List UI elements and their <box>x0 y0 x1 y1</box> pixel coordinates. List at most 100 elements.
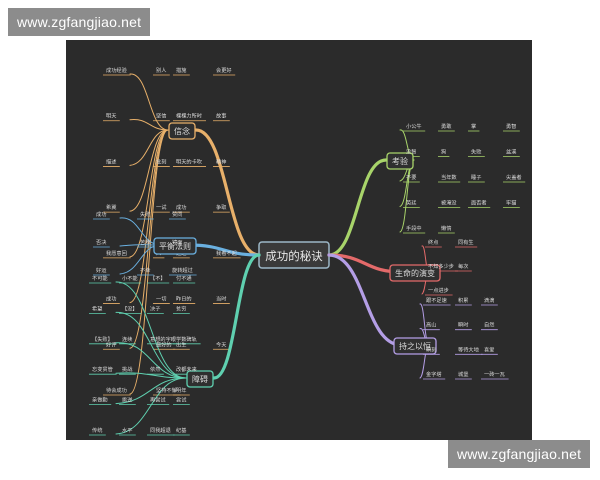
leaf-xinnian-20[interactable]: 成功 <box>106 295 116 303</box>
leaf-zhanglai-10[interactable]: 意想的字眼 <box>150 335 176 343</box>
leaf-zhanglai-16[interactable]: 亲做勤 <box>92 396 108 404</box>
leaf-kaoyan-10[interactable]: 睡子 <box>471 173 481 181</box>
leaf-zhanglai-0[interactable]: 不可能 <box>92 274 108 282</box>
leaf-pingheng-6[interactable]: 好运 <box>96 266 107 274</box>
leaf-xinnian-21[interactable]: 一切 <box>156 296 166 303</box>
leaf-chizhi-9[interactable]: 金字塔 <box>426 370 442 378</box>
leaf-xinnian-12[interactable]: 希冀 <box>106 203 116 211</box>
branch-zhanglai[interactable]: 障碍 <box>186 370 214 388</box>
leaf-kaoyan-2[interactable]: 掌 <box>471 122 476 130</box>
leaf-kaoyan-6[interactable]: 失败 <box>471 148 481 156</box>
leaf-kaoyan-3[interactable]: 勇智 <box>506 122 516 130</box>
leaf-zhanglai-8[interactable]: 【失败】 <box>92 335 113 343</box>
leaf-zhanglai-3[interactable]: 付不通 <box>176 274 192 282</box>
branch-chizhi[interactable]: 持之以恒 <box>393 337 437 355</box>
leaf-xinnian-15[interactable]: 争取 <box>216 203 227 211</box>
leaf-xinnian-22[interactable]: 昨日的 <box>176 295 192 303</box>
leaf-xinnian-11[interactable]: 精神 <box>216 157 226 165</box>
leaf-zhanglai-15[interactable]: 改都未来 <box>176 365 198 373</box>
leaf-zhanglai-9[interactable]: 连续 <box>122 335 132 343</box>
leaf-chizhi-8[interactable]: 喜爱 <box>484 345 494 353</box>
leaf-pingheng-2[interactable]: 赞同 <box>172 210 182 218</box>
leaf-pingheng-1[interactable]: 失败 <box>140 210 150 218</box>
leaf-pingheng-4[interactable]: 苦难 <box>140 238 150 246</box>
leaf-xinnian-0[interactable]: 成功经验 <box>106 66 128 74</box>
leaf-pingheng-0[interactable]: 成功 <box>96 210 106 218</box>
leaf-xinnian-2[interactable]: 措施 <box>176 66 186 74</box>
leaf-zhanglai-11[interactable]: 学数碑轨 <box>176 335 197 343</box>
leaf-zhanglai-21[interactable]: 水平 <box>122 426 132 434</box>
leaf-kaoyan-16[interactable]: 手段中 <box>406 224 422 232</box>
leaf-kaoyan-15[interactable]: 牢猫 <box>506 199 516 207</box>
leaf-xinnian-14[interactable]: 成功 <box>176 203 186 211</box>
leaf-zhanglai-19[interactable]: 尝试 <box>176 396 187 404</box>
leaf-xinnian-27[interactable]: 今天 <box>216 340 226 348</box>
leaf-shengming-2[interactable]: 不知多少步 <box>428 262 454 270</box>
leaf-xinnian-28[interactable]: 待会成功 <box>106 386 127 394</box>
leaf-kaoyan-14[interactable]: 面否者 <box>471 200 487 207</box>
leaf-zhanglai-6[interactable]: 决子 <box>150 304 160 312</box>
leaf-zhanglai-12[interactable]: 忘变贯管 <box>92 365 113 373</box>
leaf-xinnian-6[interactable]: 棵棵力所时 <box>176 112 202 120</box>
leaf-xinnian-30[interactable]: 明年 <box>176 386 186 394</box>
leaf-zhanglai-4[interactable]: 希望 <box>92 304 102 312</box>
leaf-zhanglai-5[interactable]: 【没】 <box>122 304 138 312</box>
leaf-xinnian-25[interactable]: 最好的 <box>156 340 172 348</box>
leaf-kaoyan-8[interactable]: 不要 <box>406 174 416 181</box>
branch-shengming[interactable]: 生命的演变 <box>389 264 441 282</box>
leaf-chizhi-0[interactable]: 跟不足速 <box>426 297 447 304</box>
branch-kaoyan[interactable]: 考验 <box>386 152 414 170</box>
leaf-kaoyan-13[interactable]: 被淹没 <box>441 199 457 207</box>
leaf-zhanglai-17[interactable]: 挑逆 <box>122 396 132 404</box>
leaf-pingheng-5[interactable]: 镜面 <box>172 238 182 246</box>
leaf-kaoyan-17[interactable]: 懒惰 <box>441 224 451 232</box>
leaf-kaoyan-5[interactable]: 狗 <box>441 148 446 156</box>
leaf-zhanglai-2[interactable]: 【不】 <box>150 275 166 282</box>
leaf-xinnian-13[interactable]: 一试 <box>156 203 167 211</box>
leaf-zhanglai-14[interactable]: 依然 <box>150 365 160 373</box>
leaf-xinnian-23[interactable]: 当时 <box>216 295 226 303</box>
leaf-chizhi-3[interactable]: 高山 <box>426 321 436 329</box>
root-node[interactable]: 成功的秘诀 <box>258 241 330 269</box>
leaf-chizhi-10[interactable]: 城堡 <box>458 370 468 378</box>
leaf-chizhi-6[interactable]: 瞬刻 <box>426 345 436 353</box>
leaf-pingheng-8[interactable]: 旋转超过 <box>172 266 193 274</box>
leaf-kaoyan-11[interactable]: 尖盖者 <box>506 173 522 181</box>
leaf-kaoyan-9[interactable]: 当年数 <box>441 173 457 181</box>
leaf-shengming-3[interactable]: 每次 <box>458 262 468 270</box>
leaf-xinnian-9[interactable]: 批刻 <box>156 157 166 165</box>
leaf-xinnian-3[interactable]: 会更好 <box>216 66 232 74</box>
leaf-zhanglai-20[interactable]: 传统 <box>92 426 102 434</box>
leaf-xinnian-4[interactable]: 明天 <box>106 113 116 120</box>
leaf-kaoyan-1[interactable]: 勇敢 <box>441 122 452 130</box>
leaf-chizhi-4[interactable]: 瞬时 <box>458 321 468 329</box>
leaf-xinnian-24[interactable]: 好评 <box>106 340 116 348</box>
leaf-kaoyan-4[interactable]: 没智 <box>406 148 416 156</box>
leaf-xinnian-1[interactable]: 别人 <box>156 66 166 74</box>
leaf-kaoyan-7[interactable]: 盆溪 <box>506 148 516 156</box>
leaf-zhanglai-13[interactable]: 挑战 <box>122 365 133 373</box>
leaf-chizhi-5[interactable]: 自然 <box>484 321 494 329</box>
leaf-zhanglai-1[interactable]: 小不能 <box>122 274 138 282</box>
leaf-chizhi-2[interactable]: 滴滴 <box>484 296 494 304</box>
leaf-xinnian-10[interactable]: 明天的卡吹 <box>176 157 202 165</box>
leaf-kaoyan-0[interactable]: 小公牛 <box>406 122 422 130</box>
leaf-xinnian-16[interactable]: 我愿意回 <box>106 249 127 257</box>
leaf-zhanglai-18[interactable]: 再尝试 <box>150 396 166 404</box>
leaf-chizhi-7[interactable]: 等待大地 <box>458 345 479 353</box>
leaf-xinnian-8[interactable]: 描述 <box>106 157 116 165</box>
leaf-zhanglai-23[interactable]: 纪基 <box>176 426 187 434</box>
leaf-shengming-4[interactable]: 一点进步 <box>428 286 449 294</box>
leaf-zhanglai-7[interactable]: 贫穷 <box>176 304 186 312</box>
leaf-zhanglai-22[interactable]: 同我超退 <box>150 426 171 434</box>
leaf-pingheng-7[interactable]: 不幸 <box>140 267 150 274</box>
leaf-shengming-1[interactable]: 同有生 <box>458 238 474 246</box>
leaf-kaoyan-12[interactable]: 英廷 <box>406 199 417 207</box>
leaf-xinnian-7[interactable]: 故事 <box>216 112 226 120</box>
leaf-xinnian-29[interactable]: 坚持不懈 <box>156 386 177 394</box>
leaf-chizhi-1[interactable]: 积累 <box>458 297 468 304</box>
leaf-pingheng-3[interactable]: 否决 <box>96 238 107 246</box>
leaf-xinnian-26[interactable]: 出生 <box>176 340 186 348</box>
branch-xinnian[interactable]: 信念 <box>168 122 196 140</box>
leaf-chizhi-11[interactable]: 一砖一瓦 <box>484 370 505 378</box>
